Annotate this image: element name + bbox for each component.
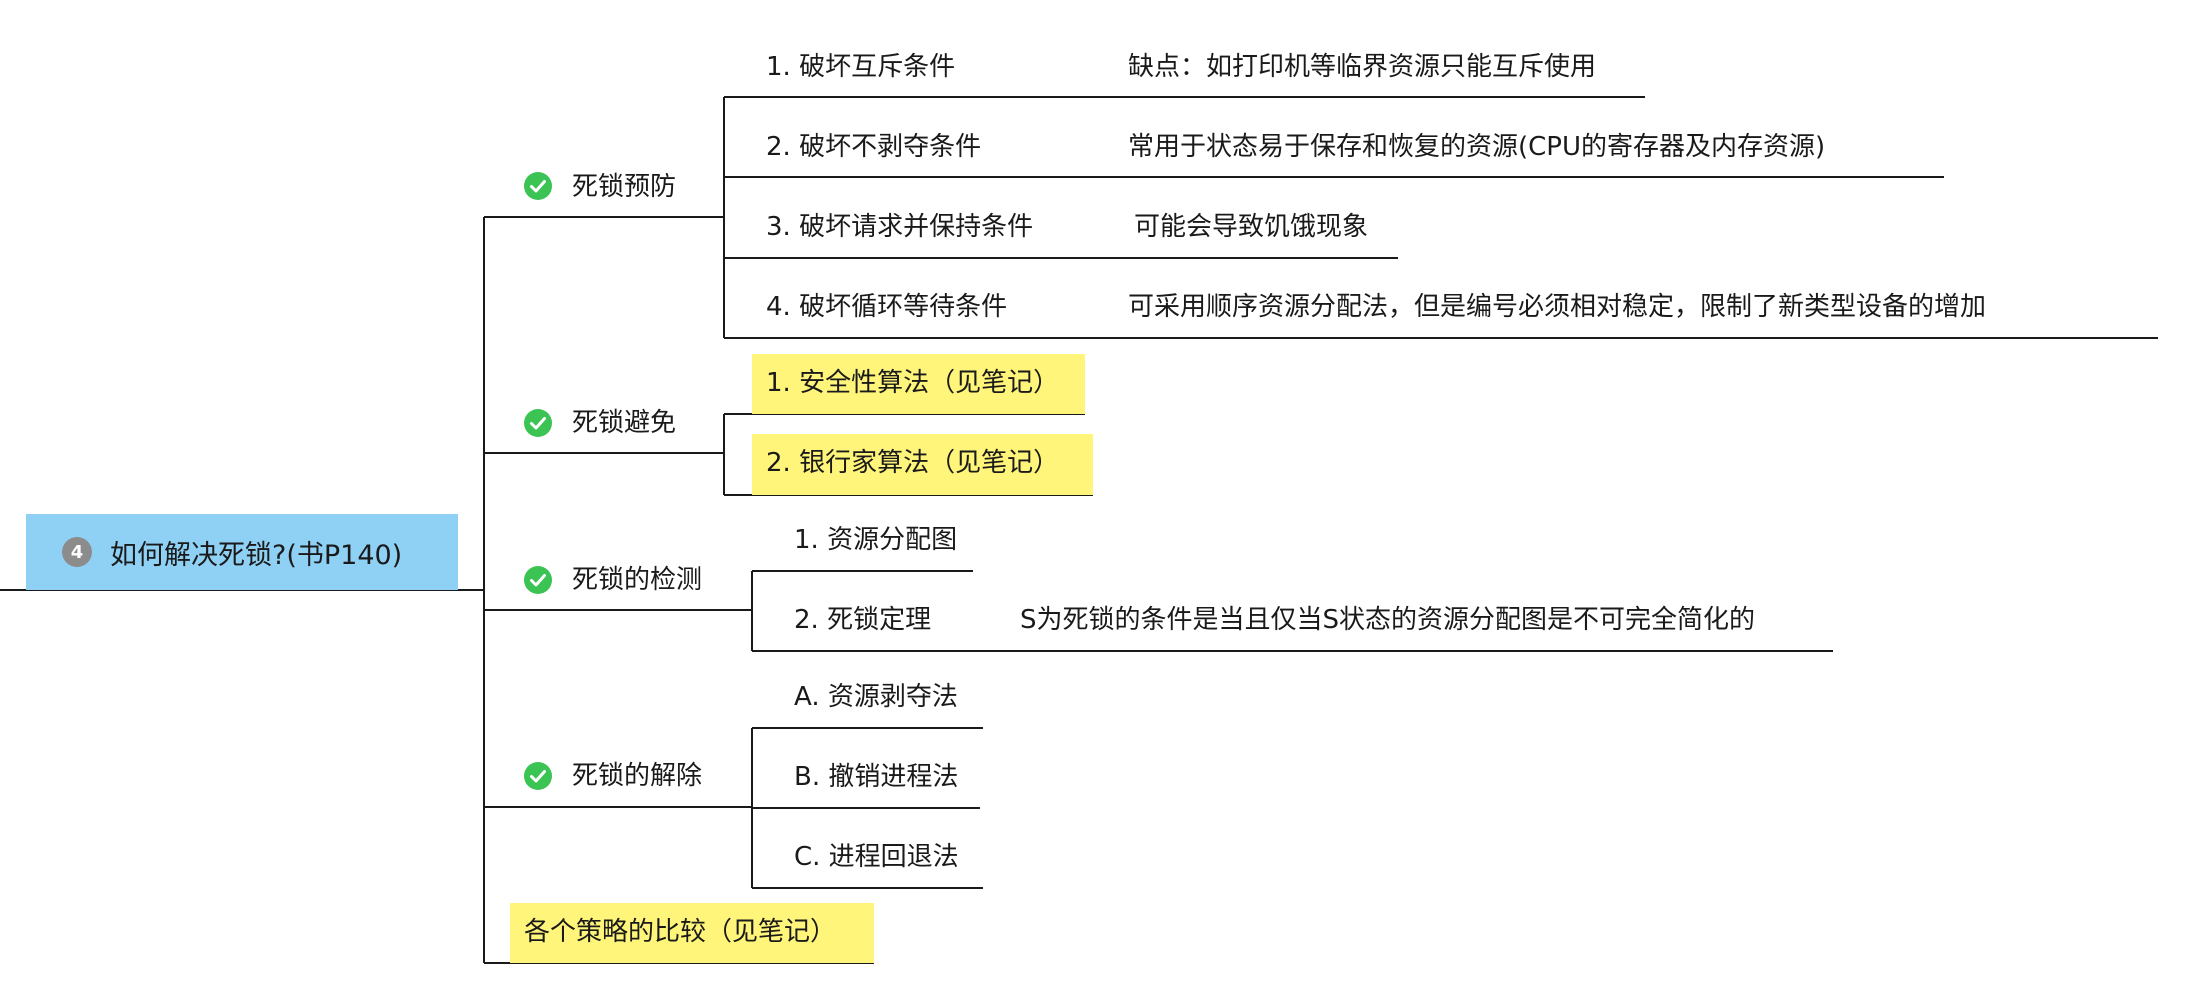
root-topic-label: 如何解决死锁?(书P140) (110, 539, 403, 571)
root-topic[interactable]: 4 如何解决死锁?(书P140) (26, 514, 458, 590)
prevention-note-2: 常用于状态易于保存和恢复的资源(CPU的寄存器及内存资源) (1128, 132, 1826, 162)
recovery-item-a[interactable]: A. 资源剥夺法 (794, 682, 958, 712)
prevention-item-2[interactable]: 2. 破坏不剥夺条件 (766, 132, 982, 162)
avoidance-item-1[interactable]: 1. 安全性算法（见笔记） (766, 368, 1060, 398)
highlight-safety-algorithm (752, 354, 1085, 414)
recovery-item-c[interactable]: C. 进程回退法 (794, 842, 959, 872)
avoidance-item-2[interactable]: 2. 银行家算法（见笔记） (766, 448, 1060, 478)
branch-deadlock-avoidance[interactable]: 死锁避免 (572, 408, 677, 438)
branch-strategy-comparison[interactable]: 各个策略的比较（见笔记） (524, 917, 837, 947)
check-circle-icon (524, 762, 552, 790)
detection-note-2: S为死锁的条件是当且仅当S状态的资源分配图是不可完全简化的 (1020, 605, 1756, 635)
prevention-item-1[interactable]: 1. 破坏互斥条件 (766, 52, 956, 82)
check-circle-icon (524, 172, 552, 200)
check-circle-icon (524, 409, 552, 437)
prevention-note-4: 可采用顺序资源分配法，但是编号必须相对稳定，限制了新类型设备的增加 (1128, 292, 1987, 322)
detection-item-2[interactable]: 2. 死锁定理 (794, 605, 932, 635)
recovery-item-b[interactable]: B. 撤销进程法 (794, 762, 959, 792)
number-4-icon: 4 (62, 537, 92, 567)
branch-deadlock-prevention[interactable]: 死锁预防 (572, 172, 677, 202)
prevention-note-1: 缺点：如打印机等临界资源只能互斥使用 (1128, 52, 1597, 82)
highlight-strategy-comparison (510, 903, 874, 963)
prevention-item-4[interactable]: 4. 破坏循环等待条件 (766, 292, 1008, 322)
detection-item-1[interactable]: 1. 资源分配图 (794, 525, 958, 555)
highlight-bankers-algorithm (752, 434, 1093, 495)
branch-deadlock-detection[interactable]: 死锁的检测 (572, 565, 703, 595)
check-circle-icon (524, 566, 552, 594)
prevention-item-3[interactable]: 3. 破坏请求并保持条件 (766, 212, 1034, 242)
branch-deadlock-recovery[interactable]: 死锁的解除 (572, 761, 703, 791)
prevention-note-3: 可能会导致饥饿现象 (1134, 212, 1369, 242)
